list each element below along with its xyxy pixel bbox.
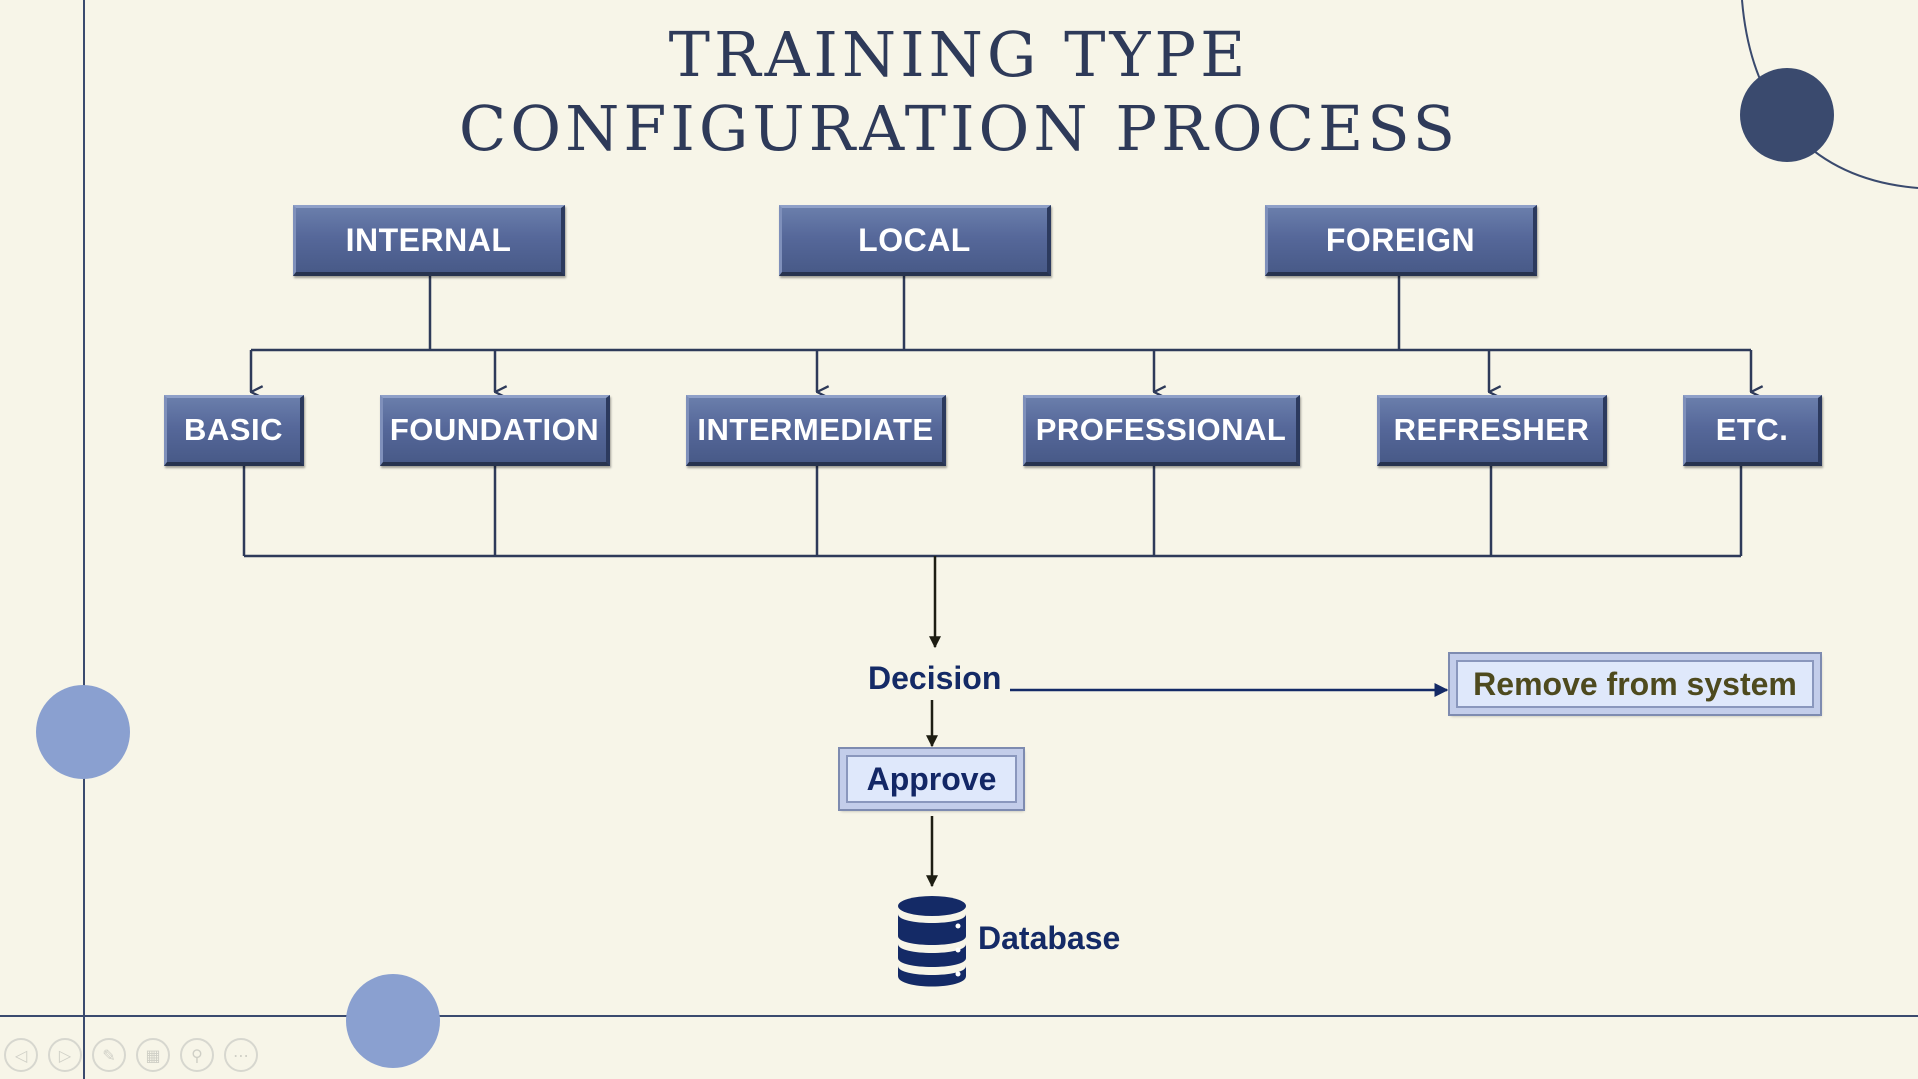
page-title-line-2: CONFIGURATION PROCESS [458,92,1460,165]
decorative-circle-left [36,685,130,779]
approve-box: Approve [838,747,1025,811]
next-icon[interactable]: ▷ [48,1038,82,1072]
type-box-professional: PROFESSIONAL [1023,395,1300,466]
slides-icon[interactable]: ▦ [136,1038,170,1072]
type-box-etc: ETC. [1683,395,1822,466]
remove-from-system-box: Remove from system [1448,652,1822,716]
type-box-basic: BASIC [164,395,304,466]
zoom-icon[interactable]: ⚲ [180,1038,214,1072]
type-box-refresher: REFRESHER [1377,395,1607,466]
source-connectors [251,274,1751,352]
source-box-foreign: FOREIGN [1265,205,1537,276]
type-box-intermediate: INTERMEDIATE [686,395,946,466]
database-label: Database [978,920,1121,956]
source-box-local: LOCAL [779,205,1051,276]
page-title-line-1: TRAINING TYPE [668,18,1250,91]
type-box-foundation: FOUNDATION [380,395,610,466]
pen-icon[interactable]: ✎ [92,1038,126,1072]
presentation-toolbar: ◁ ▷ ✎ ▦ ⚲ ⋯ [4,1038,258,1072]
decorative-circle-bottom [346,974,440,1068]
decision-label: Decision [868,660,1002,696]
type-arrows [249,350,1751,392]
more-icon[interactable]: ⋯ [224,1038,258,1072]
previous-icon[interactable]: ◁ [4,1038,38,1072]
source-box-internal: INTERNAL [293,205,565,276]
collector-connectors [242,465,1743,558]
decorative-circle-dark [1740,68,1834,162]
database-icon [898,896,966,987]
